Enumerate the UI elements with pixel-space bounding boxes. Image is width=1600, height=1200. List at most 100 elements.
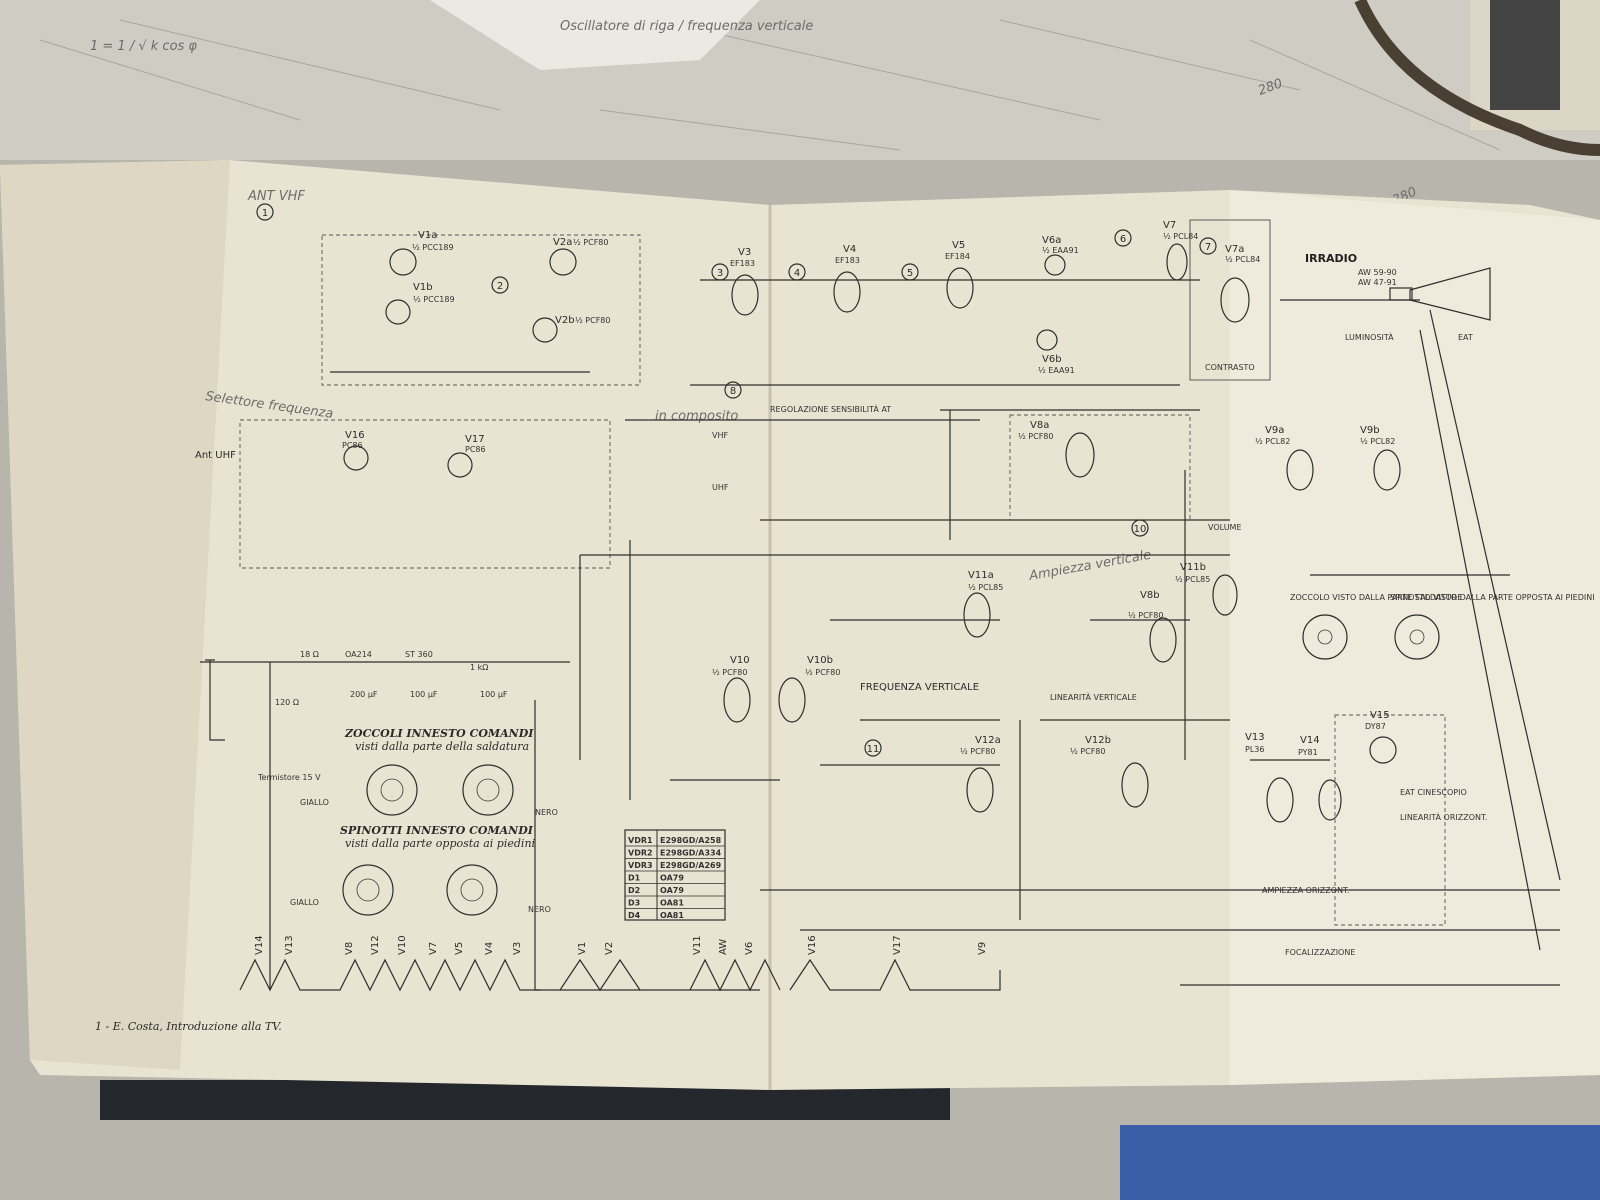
note-paper-text: Oscillatore di riga / frequenza vertical…: [560, 19, 813, 34]
tube-label: V8b: [1140, 590, 1160, 601]
power-supply: 18 Ω OA214 ST 360 1 kΩ 120 Ω 200 µF 100 …: [205, 650, 508, 741]
zoccoli-title: ZOCCOLI INNESTO COMANDI: [344, 727, 534, 740]
label-frequenza-vert: FREQUENZA VERTICALE: [860, 682, 979, 693]
parts-table: [624, 829, 726, 921]
tube-label: ½ PCF80: [712, 668, 748, 677]
tube-label: DY87: [1365, 722, 1386, 731]
parts-table-id: VDR2: [628, 849, 653, 858]
tube-label: V13: [1245, 732, 1265, 743]
parts-table-value: OA79: [660, 886, 684, 895]
circled-number-ring: [1114, 229, 1132, 247]
circled-number: 6: [1120, 234, 1126, 245]
label-luminosita: LUMINOSITÀ: [1345, 331, 1394, 342]
circled-number: 5: [907, 268, 913, 279]
label-linearita-vert: LINEARITÀ VERTICALE: [1050, 691, 1137, 702]
circled-number: 11: [867, 744, 880, 755]
filament-tube-label: V13: [284, 935, 295, 955]
note-paper: [430, 0, 760, 70]
tube-label: ½ PCF80: [575, 316, 611, 325]
label-vhf: VHF: [712, 431, 728, 440]
power-label: 100 µF: [410, 690, 438, 699]
vhf-tuner-box: [321, 234, 641, 386]
tube-label: ½ PCL85: [968, 583, 1003, 592]
desk-blue-object: [1120, 1125, 1600, 1200]
circled-number: 10: [1134, 524, 1147, 535]
spinotti-subtitle: visti dalla parte opposta ai piedini: [345, 837, 535, 850]
parts-table-id: D3: [628, 899, 640, 908]
schematic-wiring: [200, 279, 1561, 991]
tube-label: ½ PCL84: [1225, 255, 1260, 264]
circled-number-ring: [1131, 519, 1149, 537]
tube-label: V10b: [807, 655, 833, 666]
circled-number-ring: [711, 263, 729, 281]
monitor-vents: [1490, 0, 1560, 110]
tube-label: V2b: [555, 315, 575, 326]
giallo-label: GIALLO: [290, 898, 319, 907]
filament-tube-label: V1: [577, 942, 588, 955]
label-zoccolo: ZOCCOLO VISTO DALLA PARTE SALDATURE: [1290, 593, 1462, 602]
tube-sockets: [1302, 614, 1440, 660]
filament-tube-label: V12: [370, 935, 381, 955]
circled-number: 2: [497, 281, 503, 292]
filament-tube-label: V9: [977, 942, 988, 955]
filament-tube-label: V5: [454, 942, 465, 955]
label-contrasto: CONTRASTO: [1205, 363, 1255, 372]
tube-label: V9a: [1265, 425, 1284, 436]
circled-number-ring: [788, 263, 806, 281]
tube-label: V1a: [418, 230, 437, 241]
zoccoli-diagram: ZOCCOLI INNESTO COMANDI visti dalla part…: [290, 727, 558, 916]
label-termistore: Termistore 15 V: [257, 773, 321, 782]
tube-label: ½ PCF80: [960, 747, 996, 756]
label-ampiezza-oriz: AMPIEZZA ORIZZONT.: [1262, 886, 1350, 895]
filament-tube-label: V14: [254, 935, 265, 955]
tube-label: EF184: [945, 252, 970, 261]
filament-chain: [239, 958, 1001, 992]
parts-table-value: OA81: [660, 911, 684, 920]
circled-number: 4: [794, 268, 800, 279]
parts-table-value: E298GD/A269: [660, 861, 722, 870]
filament-tube-label: V2: [604, 942, 615, 955]
filament-tube-label: V4: [484, 942, 495, 955]
parts-table-value: E298GD/A258: [660, 836, 722, 845]
circled-number-ring: [1199, 237, 1217, 255]
tube-label: ½ PCF80: [1070, 747, 1106, 756]
filament-tube-label: V11: [692, 935, 703, 955]
circled-number-ring: [864, 739, 882, 757]
book-caption: 1 - E. Costa, Introduzione alla TV.: [95, 1020, 282, 1033]
power-label: 200 µF: [350, 690, 378, 699]
tube-label: ½ PCL85: [1175, 575, 1210, 584]
filament-tube-label: V16: [807, 935, 818, 955]
power-label: ST 360: [405, 650, 433, 659]
left-page-edge: [0, 160, 230, 1070]
nero-label: NERO: [528, 905, 551, 914]
power-label: 100 µF: [480, 690, 508, 699]
section-labels: REGOLAZIONE SENSIBILITÀ AT CONTRASTO LUM…: [195, 331, 1595, 957]
tube-label: PL36: [1245, 745, 1264, 754]
video-box: [1189, 219, 1271, 381]
label-uhf: UHF: [712, 483, 729, 492]
parts-table-id: D1: [628, 874, 641, 883]
tube-label: ½ PCF80: [1018, 432, 1054, 441]
tube-label: ½ PCL82: [1255, 437, 1290, 446]
filament-tube-label: V8: [344, 942, 355, 955]
giallo-label: GIALLO: [300, 798, 329, 807]
tube-label: V10: [730, 655, 750, 666]
circled-number-ring: [901, 263, 919, 281]
label-focalizzazione: FOCALIZZAZIONE: [1285, 948, 1355, 957]
parts-table-value: OA81: [660, 899, 684, 908]
tube-labels: V1a ½ PCC189 V1b ½ PCC189 V2a ½ PCF80 V2…: [342, 220, 1395, 757]
label-spinotto: SPINOTTO VISTO DALLA PARTE OPPOSTA AI PI…: [1390, 593, 1595, 602]
tube-label: EF183: [835, 256, 860, 265]
brand-model-1: AW 59-90: [1358, 268, 1397, 277]
tube-label: ½ PCL84: [1163, 232, 1198, 241]
cable: [1354, 0, 1600, 156]
filament-tube-label: V6: [744, 942, 755, 955]
tube-label: PY81: [1298, 748, 1318, 757]
book-pages: [0, 160, 1600, 1090]
tube-label: V8a: [1030, 420, 1049, 431]
tube-label: ½ PCF80: [805, 668, 841, 677]
tube-label: V2a: [553, 237, 572, 248]
